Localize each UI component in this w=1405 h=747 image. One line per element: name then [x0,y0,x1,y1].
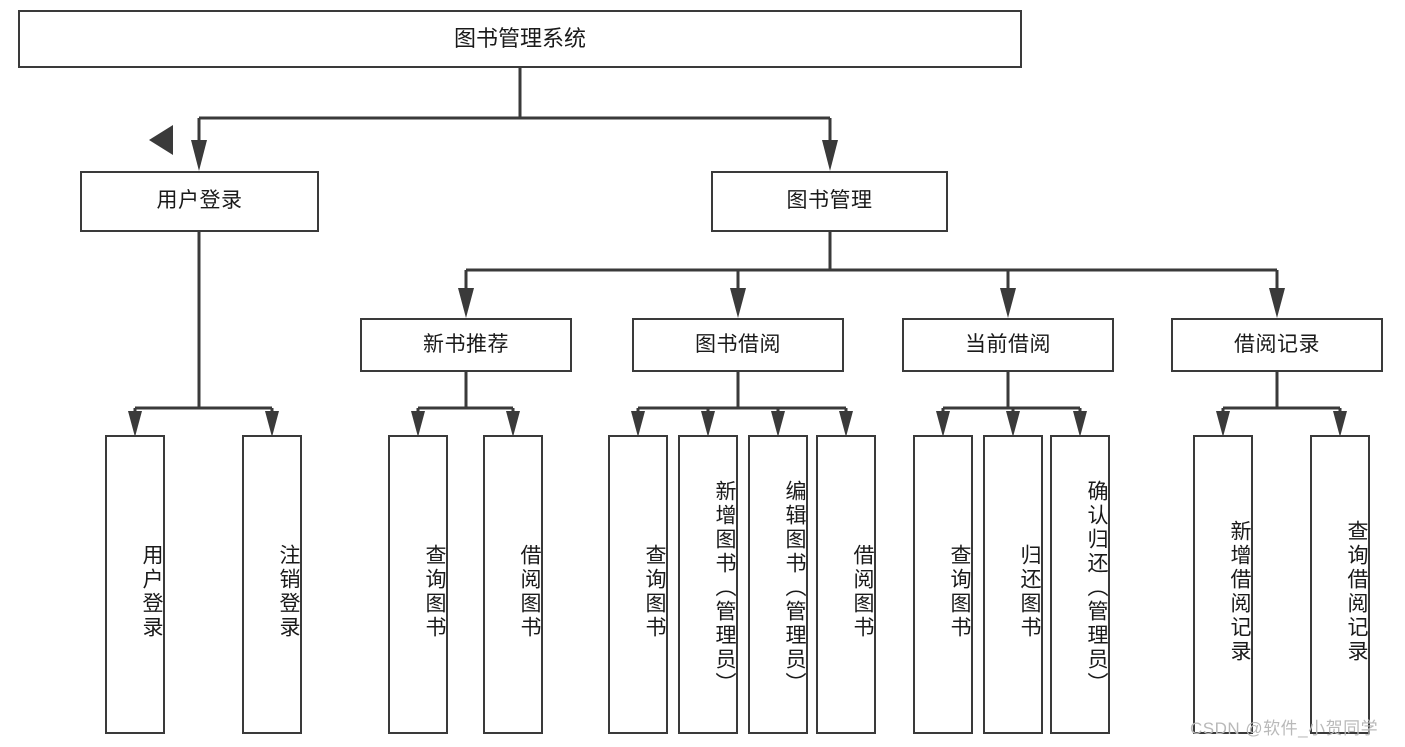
node-label: 编辑图书（管理员） [783,479,806,696]
node-label: 查询图书 [423,543,446,640]
leaf-user-login[interactable]: 用户登录 [105,435,165,734]
leaf-query-book-borrow[interactable]: 查询图书 [608,435,668,734]
node-label: 查询图书 [643,543,666,640]
leaf-add-book-admin[interactable]: 新增图书（管理员） [678,435,738,734]
node-label: 当前借阅 [965,332,1051,356]
node-label: 归还图书 [1018,543,1041,640]
node-label: 注销登录 [277,543,300,640]
leaf-edit-book-admin[interactable]: 编辑图书（管理员） [748,435,808,734]
node-label: 图书管理 [786,189,873,213]
leaf-borrow-book[interactable]: 借阅图书 [816,435,876,734]
node-new-book-recommend[interactable]: 新书推荐 [360,318,572,372]
node-label: 借阅图书 [851,543,874,640]
node-current-borrow[interactable]: 当前借阅 [902,318,1114,372]
node-user-login[interactable]: 用户登录 [80,171,319,232]
node-label: 图书管理系统 [453,26,586,52]
leaf-user-logout[interactable]: 注销登录 [242,435,302,734]
node-label: 借阅图书 [518,543,541,640]
node-label: 确认归还（管理员） [1085,479,1108,696]
node-label: 借阅记录 [1234,332,1320,356]
node-book-management[interactable]: 图书管理 [711,171,948,232]
node-label: 查询借阅记录 [1345,519,1368,664]
leaf-confirm-return-admin[interactable]: 确认归还（管理员） [1050,435,1110,734]
node-label: 查询图书 [948,543,971,640]
node-label: 图书借阅 [695,332,781,356]
leaf-query-borrow-record[interactable]: 查询借阅记录 [1310,435,1370,734]
node-label: 新书推荐 [423,332,509,356]
node-label: 新增借阅记录 [1228,519,1251,664]
node-label: 用户登录 [156,189,243,213]
leaf-query-book-current[interactable]: 查询图书 [913,435,973,734]
leaf-borrow-book-recommend[interactable]: 借阅图书 [483,435,543,734]
leaf-query-book-recommend[interactable]: 查询图书 [388,435,448,734]
node-book-borrow[interactable]: 图书借阅 [632,318,844,372]
leaf-return-book[interactable]: 归还图书 [983,435,1043,734]
node-borrow-records[interactable]: 借阅记录 [1171,318,1383,372]
node-label: 新增图书（管理员） [713,479,736,696]
node-label: 用户登录 [140,543,163,640]
leaf-add-borrow-record[interactable]: 新增借阅记录 [1193,435,1253,734]
watermark-text: CSDN @软件_小贺同学 [1190,719,1379,738]
node-root-system[interactable]: 图书管理系统 [18,10,1022,68]
